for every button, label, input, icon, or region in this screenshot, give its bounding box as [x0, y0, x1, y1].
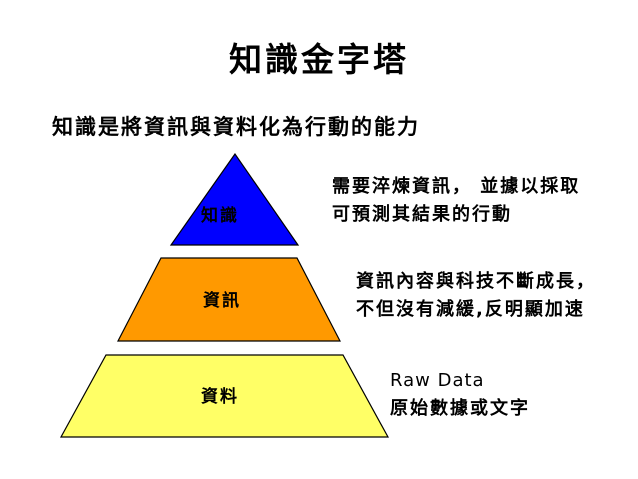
pyramid-tier-information	[117, 257, 341, 342]
description-line: 原始數據或文字	[390, 398, 530, 419]
tier-label-information: 資訊	[203, 291, 241, 311]
tier-description-data: Raw Data 原始數據或文字	[390, 367, 530, 423]
page-title: 知識金字塔	[229, 40, 409, 79]
description-line: 需要淬煉資訊， 並據以採取	[332, 176, 581, 197]
page-subtitle: 知識是將資訊與資料化為行動的能力	[52, 115, 420, 139]
tier-label-data: 資料	[201, 387, 239, 407]
tier-label-knowledge: 知識	[201, 206, 239, 226]
description-line: 資訊內容與科技不斷成長，	[356, 271, 596, 292]
description-line: 可預測其結果的行動	[332, 204, 512, 225]
tier-description-knowledge: 需要淬煉資訊， 並據以採取 可預測其結果的行動	[332, 173, 580, 229]
pyramid-tier-knowledge	[169, 152, 300, 246]
pyramid-tier-data	[59, 354, 390, 438]
description-line: 不但沒有減緩,反明顯加速	[356, 299, 585, 320]
description-line: Raw Data	[390, 370, 485, 391]
tier-description-information: 資訊內容與科技不斷成長， 不但沒有減緩,反明顯加速	[356, 268, 596, 324]
